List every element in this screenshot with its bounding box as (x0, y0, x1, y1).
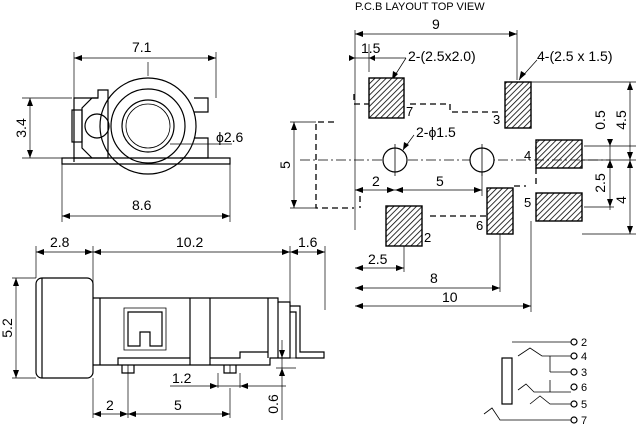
pad-7 (368, 77, 405, 119)
pad-label-3: 3 (493, 112, 500, 127)
schematic-label-6: 6 (581, 382, 587, 394)
pcb-dim-0-5: 0.5 (592, 110, 608, 130)
pad-5 (535, 192, 583, 222)
schematic-label-5: 5 (581, 399, 587, 411)
pcb-pad-x-dim: 1.5 (361, 40, 381, 56)
schematic-pin-2 (570, 338, 578, 346)
schematic-pin-5 (570, 400, 578, 408)
pad-3 (504, 81, 532, 129)
side-body-dim: 10.2 (176, 234, 203, 250)
pad-label-6: 6 (476, 218, 483, 233)
schematic-pin-4 (570, 352, 578, 360)
pad-4 (535, 139, 583, 169)
pcb-hole-note: 2-ϕ1.5 (416, 124, 456, 140)
pad-label-7: 7 (406, 104, 413, 119)
side-front-dim: 2.8 (50, 234, 70, 250)
pcb-title: P.C.B LAYOUT TOP VIEW (355, 1, 485, 13)
pcb-small-pad-note: 2-(2.5x2.0) (408, 48, 476, 64)
pcb-body-height-dim: 5 (277, 161, 293, 169)
schematic-pin-6 (570, 383, 578, 391)
side-rear-dim: 1.6 (298, 234, 318, 250)
pcb-total-width-dim: 9 (432, 16, 440, 32)
schematic-label-2: 2 (581, 337, 587, 349)
bore-diameter-dim: ϕ2.6 (216, 129, 244, 145)
schematic-label-7: 7 (581, 415, 587, 427)
pad-label-4: 4 (524, 148, 531, 163)
pcb-layout: P.C.B LAYOUT TOP VIEW 9 1.5 2-(2.5x2.0) … (277, 1, 636, 312)
side-thickness-dim: 0.6 (265, 394, 281, 414)
pad-label-2: 2 (424, 230, 431, 245)
front-width-dim: 7.1 (132, 39, 152, 55)
pcb-hole-pitch-dim: 5 (436, 173, 444, 189)
pcb-bottom-10-dim: 10 (442, 289, 458, 305)
pin-schematic: 2 4 3 6 5 7 (483, 337, 587, 427)
side-offset-dim: 2 (106, 397, 114, 413)
side-height-dim: 5.2 (0, 318, 15, 338)
schematic-label-3: 3 (581, 367, 587, 379)
schematic-label-4: 4 (581, 351, 587, 363)
front-base-dim: 8.6 (132, 197, 152, 213)
pcb-dim-2-5-right: 2.5 (592, 173, 608, 193)
pcb-large-pad-note: 4-(2.5 x 1.5) (537, 48, 612, 64)
pad-label-5: 5 (524, 195, 531, 210)
front-view: 7.1 ϕ2.6 3.4 8.6 (13, 39, 244, 222)
pcb-bottom-8-dim: 8 (430, 270, 438, 286)
pad-2 (385, 205, 423, 247)
pad-6 (486, 187, 514, 235)
schematic-pin-7 (570, 416, 578, 424)
pcb-hole-offset-dim: 2 (372, 173, 380, 189)
pcb-bottom-2-5-dim: 2.5 (368, 251, 388, 267)
pcb-dim-4-5: 4.5 (613, 110, 629, 130)
side-pin-pitch-dim: 5 (174, 397, 182, 413)
schematic-pin-3 (570, 368, 578, 376)
pcb-dim-4: 4 (613, 196, 629, 204)
side-view: 2.8 10.2 1.6 5.2 (0, 234, 326, 420)
side-pin-width-dim: 1.2 (172, 370, 192, 386)
front-height-dim: 3.4 (13, 118, 29, 138)
